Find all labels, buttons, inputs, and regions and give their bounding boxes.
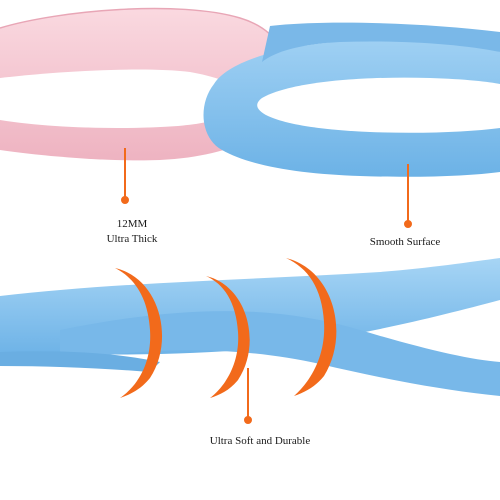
arc-left [115,268,163,398]
thickness-line-1: 12MM [116,218,148,230]
blue-band [0,258,500,396]
surface-callout: Smooth Surface [369,236,441,248]
thickness-line-2: Ultra Thick [106,233,158,245]
durability-callout: Ultra Soft and Durable [209,435,311,447]
blue-ring [203,22,500,177]
orange-arcs [115,258,337,398]
thickness-callout: 12MM Ultra Thick [92,217,172,247]
arc-right [286,258,337,396]
callout-lines [121,148,412,424]
arc-middle [206,276,250,398]
